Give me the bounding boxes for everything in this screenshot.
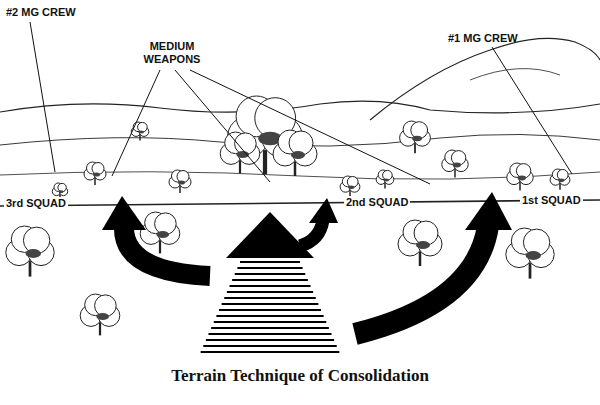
crew-label: #1 MG CREW xyxy=(448,32,518,45)
tree xyxy=(550,169,570,190)
mountain-shading xyxy=(470,69,560,80)
squad-label: 2nd SQUAD xyxy=(344,196,410,209)
squad-label: 1st SQUAD xyxy=(520,194,583,207)
tree xyxy=(228,96,303,174)
stem-stripe xyxy=(209,333,332,335)
stem-stripe xyxy=(237,267,302,269)
leader-line xyxy=(175,70,270,182)
tree xyxy=(140,212,180,253)
tree xyxy=(506,228,554,279)
stem-stripe xyxy=(240,261,300,263)
tree xyxy=(273,130,317,176)
arrowhead xyxy=(226,212,314,258)
weapons-label: MEDIUM WEAPONS xyxy=(132,40,212,65)
stem-stripe xyxy=(222,303,319,305)
stem-stripe xyxy=(224,297,316,299)
tree xyxy=(80,294,120,335)
figure-caption: Terrain Technique of Consolidation xyxy=(0,366,600,386)
stem-stripe xyxy=(201,351,340,353)
far-hills xyxy=(0,101,600,113)
arrowhead xyxy=(102,196,146,230)
tree xyxy=(220,132,260,173)
arrow-shaft xyxy=(355,226,488,334)
tree xyxy=(84,162,106,185)
stem-stripe xyxy=(211,327,329,329)
leader-line xyxy=(112,70,160,176)
stem-stripe xyxy=(203,345,337,347)
leader-lines xyxy=(30,22,572,184)
tree xyxy=(507,163,533,191)
objective-line xyxy=(0,200,600,206)
stem-stripe xyxy=(219,309,321,311)
stem-stripe xyxy=(230,285,311,287)
arrow-shaft xyxy=(124,226,210,276)
stem-stripe xyxy=(235,273,306,275)
stem-stripe xyxy=(232,279,308,281)
stem-stripe xyxy=(206,339,334,341)
stem-stripe xyxy=(216,315,323,317)
tree xyxy=(340,176,360,197)
tree xyxy=(376,170,394,188)
arrowhead xyxy=(309,198,338,223)
leader-line xyxy=(30,22,55,172)
arrow-shaft xyxy=(300,220,323,246)
leader-line xyxy=(492,47,572,174)
tree xyxy=(6,226,54,277)
tree xyxy=(131,122,149,140)
tree xyxy=(398,220,442,266)
leader-line xyxy=(190,70,430,184)
stem-stripe xyxy=(227,291,313,293)
stem-stripe xyxy=(214,321,327,323)
tree xyxy=(442,150,468,178)
tree xyxy=(169,170,191,193)
arrowhead xyxy=(465,192,512,230)
mountain-ridge xyxy=(370,38,600,120)
crew-label: #2 MG CREW xyxy=(6,6,76,19)
squad-label: 3rd SQUAD xyxy=(4,197,68,210)
tree xyxy=(400,121,431,153)
movement-arrows xyxy=(102,192,512,352)
